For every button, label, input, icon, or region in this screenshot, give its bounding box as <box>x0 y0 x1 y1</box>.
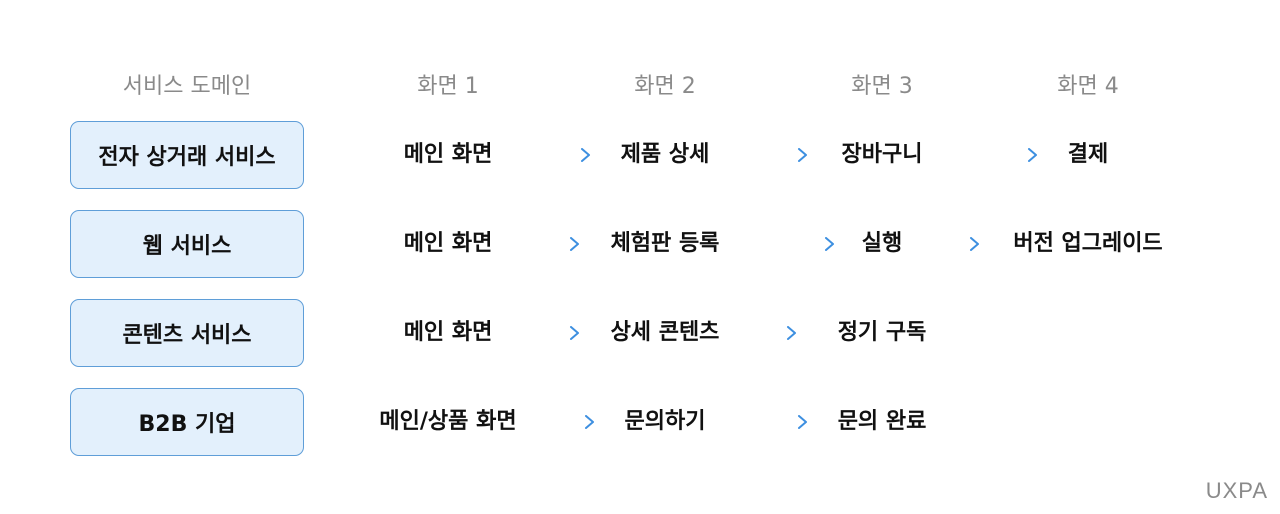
domain-label: 콘텐츠 서비스 <box>122 323 252 348</box>
domain-label: 전자 상거래 서비스 <box>98 145 276 170</box>
arrow-right-icon <box>553 415 595 429</box>
header-service-domain: 서비스 도메인 <box>122 74 252 99</box>
header-screen-4: 화면 4 <box>1057 74 1119 99</box>
step-row4-1: 메인/상품 화면 <box>379 409 517 434</box>
arrow-right-icon <box>740 415 808 429</box>
step-row3-3: 정기 구독 <box>837 320 927 345</box>
domain-box-web: 웹 서비스 <box>70 210 304 278</box>
brand-watermark: UXPA <box>1205 478 1268 503</box>
step-row1-2: 제품 상세 <box>620 142 710 167</box>
domain-box-ecommerce: 전자 상거래 서비스 <box>70 121 304 189</box>
arrow-right-icon <box>525 237 580 251</box>
step-row1-3: 장바구니 <box>841 142 923 167</box>
step-row2-1: 메인 화면 <box>403 231 493 256</box>
step-row2-2: 체험판 등록 <box>610 231 720 256</box>
step-row2-4: 버전 업그레이드 <box>1013 231 1163 256</box>
arrow-right-icon <box>958 148 1038 162</box>
step-row4-3: 문의 완료 <box>837 409 927 434</box>
step-row1-4: 결제 <box>1067 142 1109 167</box>
header-screen-3: 화면 3 <box>851 74 913 99</box>
arrow-right-icon <box>755 326 797 340</box>
arrow-right-icon <box>525 148 591 162</box>
step-row4-2: 문의하기 <box>624 409 706 434</box>
arrow-right-icon <box>525 326 580 340</box>
header-screen-1: 화면 1 <box>417 74 479 99</box>
arrow-right-icon <box>757 237 835 251</box>
step-row1-1: 메인 화면 <box>403 142 493 167</box>
arrow-right-icon <box>938 237 980 251</box>
domain-box-b2b: B2B 기업 <box>70 388 304 456</box>
arrow-right-icon <box>745 148 808 162</box>
domain-label: 웹 서비스 <box>142 234 232 259</box>
step-row2-3: 실행 <box>861 231 903 256</box>
step-row3-2: 상세 콘텐츠 <box>610 320 720 345</box>
domain-box-content: 콘텐츠 서비스 <box>70 299 304 367</box>
step-row3-1: 메인 화면 <box>403 320 493 345</box>
domain-label: B2B 기업 <box>138 412 236 437</box>
header-screen-2: 화면 2 <box>634 74 696 99</box>
